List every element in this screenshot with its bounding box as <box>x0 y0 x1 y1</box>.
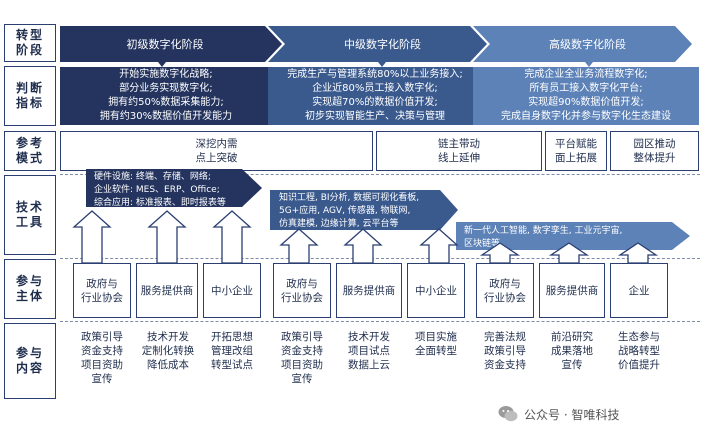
stage-arrow-3 <box>473 26 692 62</box>
row-label-stage: 转型 阶段 <box>4 24 56 62</box>
stage-label-1: 初级数字化阶段 <box>126 38 204 51</box>
tech-arrows <box>86 169 690 250</box>
content-cell-5: 技术开发 项目试点 数据上云 <box>348 331 390 371</box>
stage-down-marker-1 <box>158 62 166 67</box>
watermark: 公众号 · 智唯科技 <box>498 400 703 428</box>
content-cell-7: 完善法规 政策引导 资金支持 <box>484 331 526 371</box>
judge-box-1: 开始实施数字化战略; 部分业务实现数字化; 拥有约50%数据采集能力; 拥有约3… <box>60 67 272 125</box>
up-arrow-5 <box>343 228 383 264</box>
wechat-icon <box>498 406 518 422</box>
tech-text-2: 知识工程, BI分析, 数据可视化看板, 5G+应用, AGV, 传感器, 物联… <box>279 193 420 229</box>
up-arrows <box>72 210 659 264</box>
dashed-separator-3 <box>60 321 700 322</box>
actor-box-9: 企业 <box>610 263 668 318</box>
row-label-mode: 参考 模式 <box>4 131 56 171</box>
tech-text-1: 硬件设施: 终端、存储、网络; 企业软件: MES、ERP、Office; 综合… <box>94 172 226 208</box>
content-cell-3: 开拓思想 管理改组 转型试点 <box>211 331 253 371</box>
row-label-judge: 判断 指标 <box>4 66 56 126</box>
content-cell-4: 政策引导 资金支持 项目资助 宣传 <box>281 331 323 385</box>
tech-arrow-3 <box>456 222 690 250</box>
mode-box-1: 深挖内需 点上突破 <box>60 131 373 171</box>
up-arrow-4 <box>279 228 319 264</box>
up-arrow-3 <box>212 210 252 264</box>
actor-box-4: 政府与 行业协会 <box>273 263 331 318</box>
watermark-text: 公众号 · 智唯科技 <box>524 407 620 422</box>
stage-label-2: 中级数字化阶段 <box>344 38 421 51</box>
judge-box-3: 完成企业全业务流程数字化; 所有员工接入数字化平台; 实现超90%数据价值开发;… <box>473 67 699 125</box>
tech-arrow-2 <box>270 190 458 230</box>
actor-box-3: 中小企业 <box>203 263 261 318</box>
content-cell-8: 前沿研究 成果落地 宣传 <box>551 331 593 371</box>
mode-box-3: 平台赋能 面上拓展 <box>545 131 607 171</box>
dashed-separator-1 <box>60 174 700 175</box>
up-arrow-8 <box>548 242 590 264</box>
dashed-separator-2 <box>60 258 700 259</box>
stage-down-marker-2 <box>378 62 386 67</box>
stage-arrows <box>60 26 692 62</box>
stage-arrow-1 <box>60 26 282 62</box>
up-arrow-6 <box>419 228 459 264</box>
up-arrow-9 <box>617 242 659 264</box>
actor-box-6: 中小企业 <box>407 263 465 318</box>
mode-box-4: 园区推动 整体提升 <box>610 131 699 171</box>
actor-box-1: 政府与 行业协会 <box>73 263 131 318</box>
actor-box-2: 服务提供商 <box>136 263 198 318</box>
content-cell-9: 生态参与 战略转型 价值提升 <box>618 331 660 371</box>
up-arrow-1 <box>72 210 112 264</box>
actor-box-5: 服务提供商 <box>336 263 402 318</box>
content-cell-1: 政策引导 资金支持 项目资助 宣传 <box>81 331 123 385</box>
content-cell-2: 技术开发 定制化转换 降低成本 <box>141 331 195 371</box>
row-label-actor: 参与 主体 <box>4 259 56 319</box>
up-arrow-2 <box>147 210 187 264</box>
stage-down-marker-3 <box>585 62 593 67</box>
up-arrow-7 <box>479 242 521 264</box>
stage-label-3: 高级数字化阶段 <box>549 38 626 51</box>
content-cell-6: 项目实施 全面转型 <box>415 331 457 357</box>
row-label-tech: 技术 工具 <box>4 175 56 255</box>
tech-arrow-1 <box>86 169 262 207</box>
stage-arrow-2 <box>268 26 487 62</box>
tech-text-3: 新一代人工智能, 数字孪生, 工业元宇宙, 区块链等 <box>464 226 623 249</box>
actor-box-8: 服务提供商 <box>539 263 605 318</box>
judge-box-2: 完成生产与管理系统80%以上业务接入; 企业近80%员工接入数字化; 实现超70… <box>268 67 482 125</box>
actor-box-7: 政府与 行业协会 <box>476 263 534 318</box>
mode-box-2: 链主带动 线上延伸 <box>376 131 542 171</box>
row-label-content: 参与 内容 <box>4 323 56 399</box>
